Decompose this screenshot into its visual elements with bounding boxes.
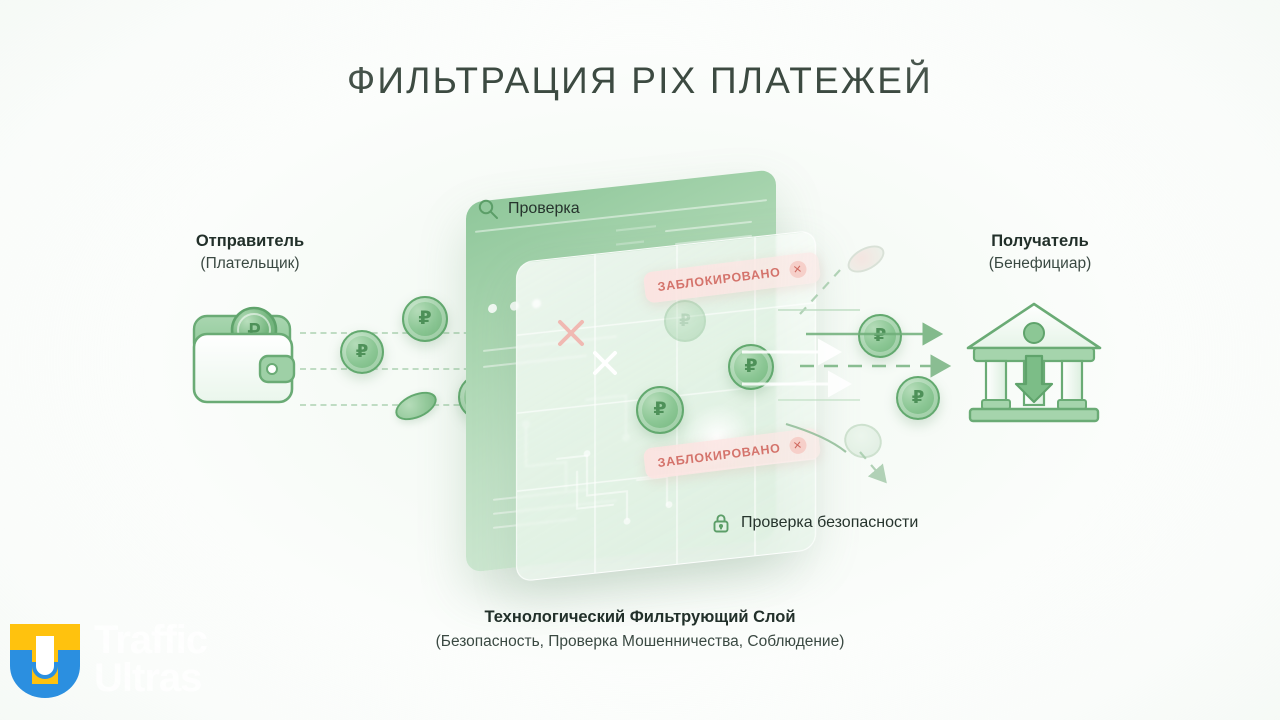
security-tag: Проверка безопасности [710, 512, 918, 534]
check-tag-label: Проверка [508, 200, 580, 217]
lock-icon [710, 512, 732, 534]
logo-watermark: Traffic Ultras [8, 618, 208, 700]
tu-monogram-icon [8, 620, 82, 698]
bank-icon [960, 296, 1108, 433]
logo-line2: Ultras [94, 656, 202, 700]
check-tag: Проверка [477, 198, 580, 220]
magnifier-icon [477, 198, 499, 220]
recipient-title: Получатель [991, 232, 1089, 250]
logo-wordmark: Traffic Ultras [94, 618, 208, 700]
logo-line1: Traffic [94, 618, 208, 662]
security-tag-label: Проверка безопасности [741, 514, 919, 531]
recipient-subtitle: (Бенефициар) [988, 254, 1092, 272]
recipient-label: Получатель (Бенефициар) [910, 230, 1170, 274]
